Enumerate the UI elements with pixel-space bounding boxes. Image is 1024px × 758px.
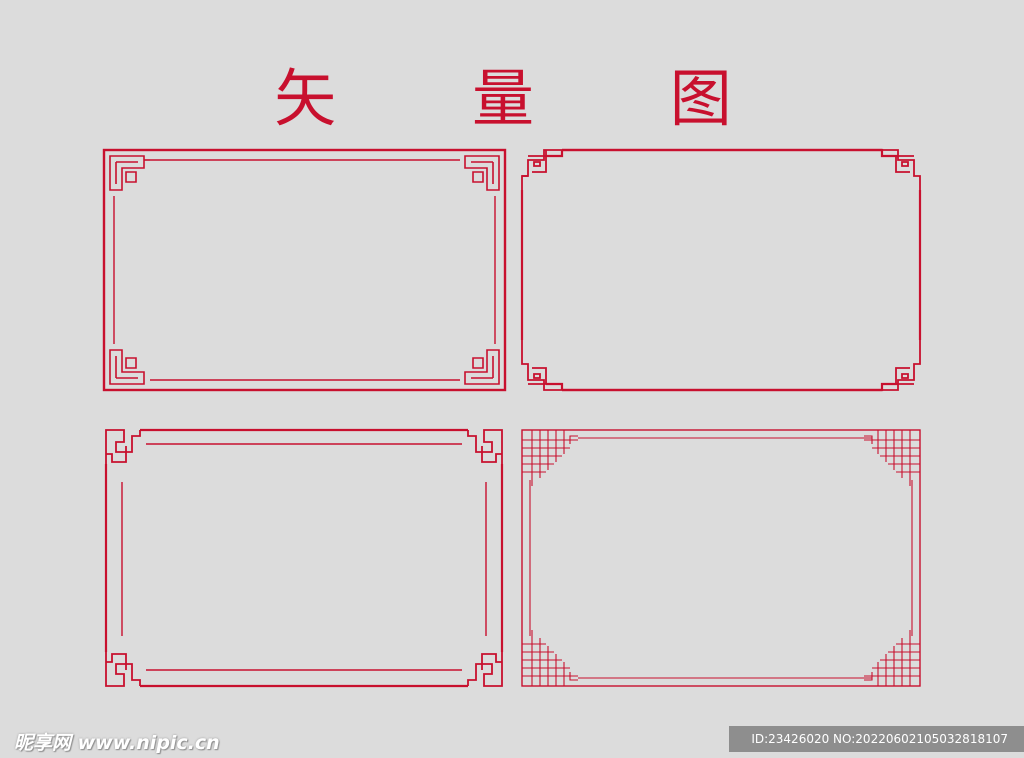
image-id-label: ID:23426020 NO:20220602105032818107 <box>729 726 1024 752</box>
page-title: 矢 量 图 <box>274 62 790 135</box>
frame-1 <box>102 148 507 392</box>
frame-4 <box>521 429 921 687</box>
footer-bar: 昵享网 www.nipic.cn ID:23426020 NO:20220602… <box>0 722 1024 758</box>
site-watermark: 昵享网 www.nipic.cn <box>14 732 220 754</box>
frame-2 <box>520 148 922 392</box>
frame-3 <box>104 428 504 688</box>
